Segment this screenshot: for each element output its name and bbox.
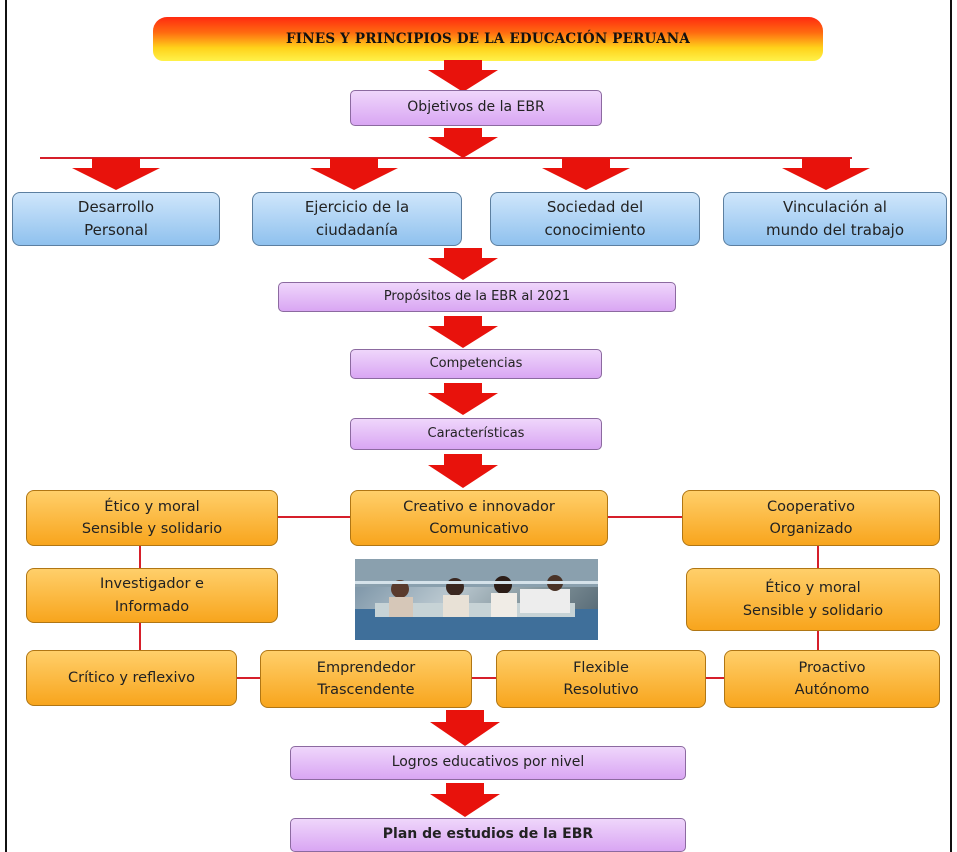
box-logros: Logros educativos por nivel: [290, 746, 686, 780]
box-critico-reflexivo: Crítico y reflexivo: [26, 650, 237, 706]
box-plan-estudios: Plan de estudios de la EBR: [290, 818, 686, 852]
diagram-title: FINES Y PRINCIPIOS DE LA EDUCACIÓN PERUA…: [153, 17, 823, 61]
arrow-down-icon: [430, 783, 500, 817]
arrow-down-icon: [428, 383, 498, 415]
arrow-down-icon: [542, 158, 630, 190]
box-propositos: Propósitos de la EBR al 2021: [278, 282, 676, 312]
box-competencias: Competencias: [350, 349, 602, 379]
classroom-photo: [355, 559, 598, 640]
arrow-down-icon: [428, 128, 498, 158]
arrow-down-icon: [428, 248, 498, 280]
box-caracteristicas: Características: [350, 418, 602, 450]
arrow-down-icon: [428, 316, 498, 348]
arrow-down-icon: [428, 60, 498, 92]
page-border: [5, 0, 952, 852]
arrow-down-icon: [310, 158, 398, 190]
arrow-down-icon: [430, 710, 500, 746]
arrow-down-icon: [72, 158, 160, 190]
box-objetivos: Objetivos de la EBR: [350, 90, 602, 126]
arrow-down-icon: [428, 454, 498, 488]
arrow-down-icon: [782, 158, 870, 190]
